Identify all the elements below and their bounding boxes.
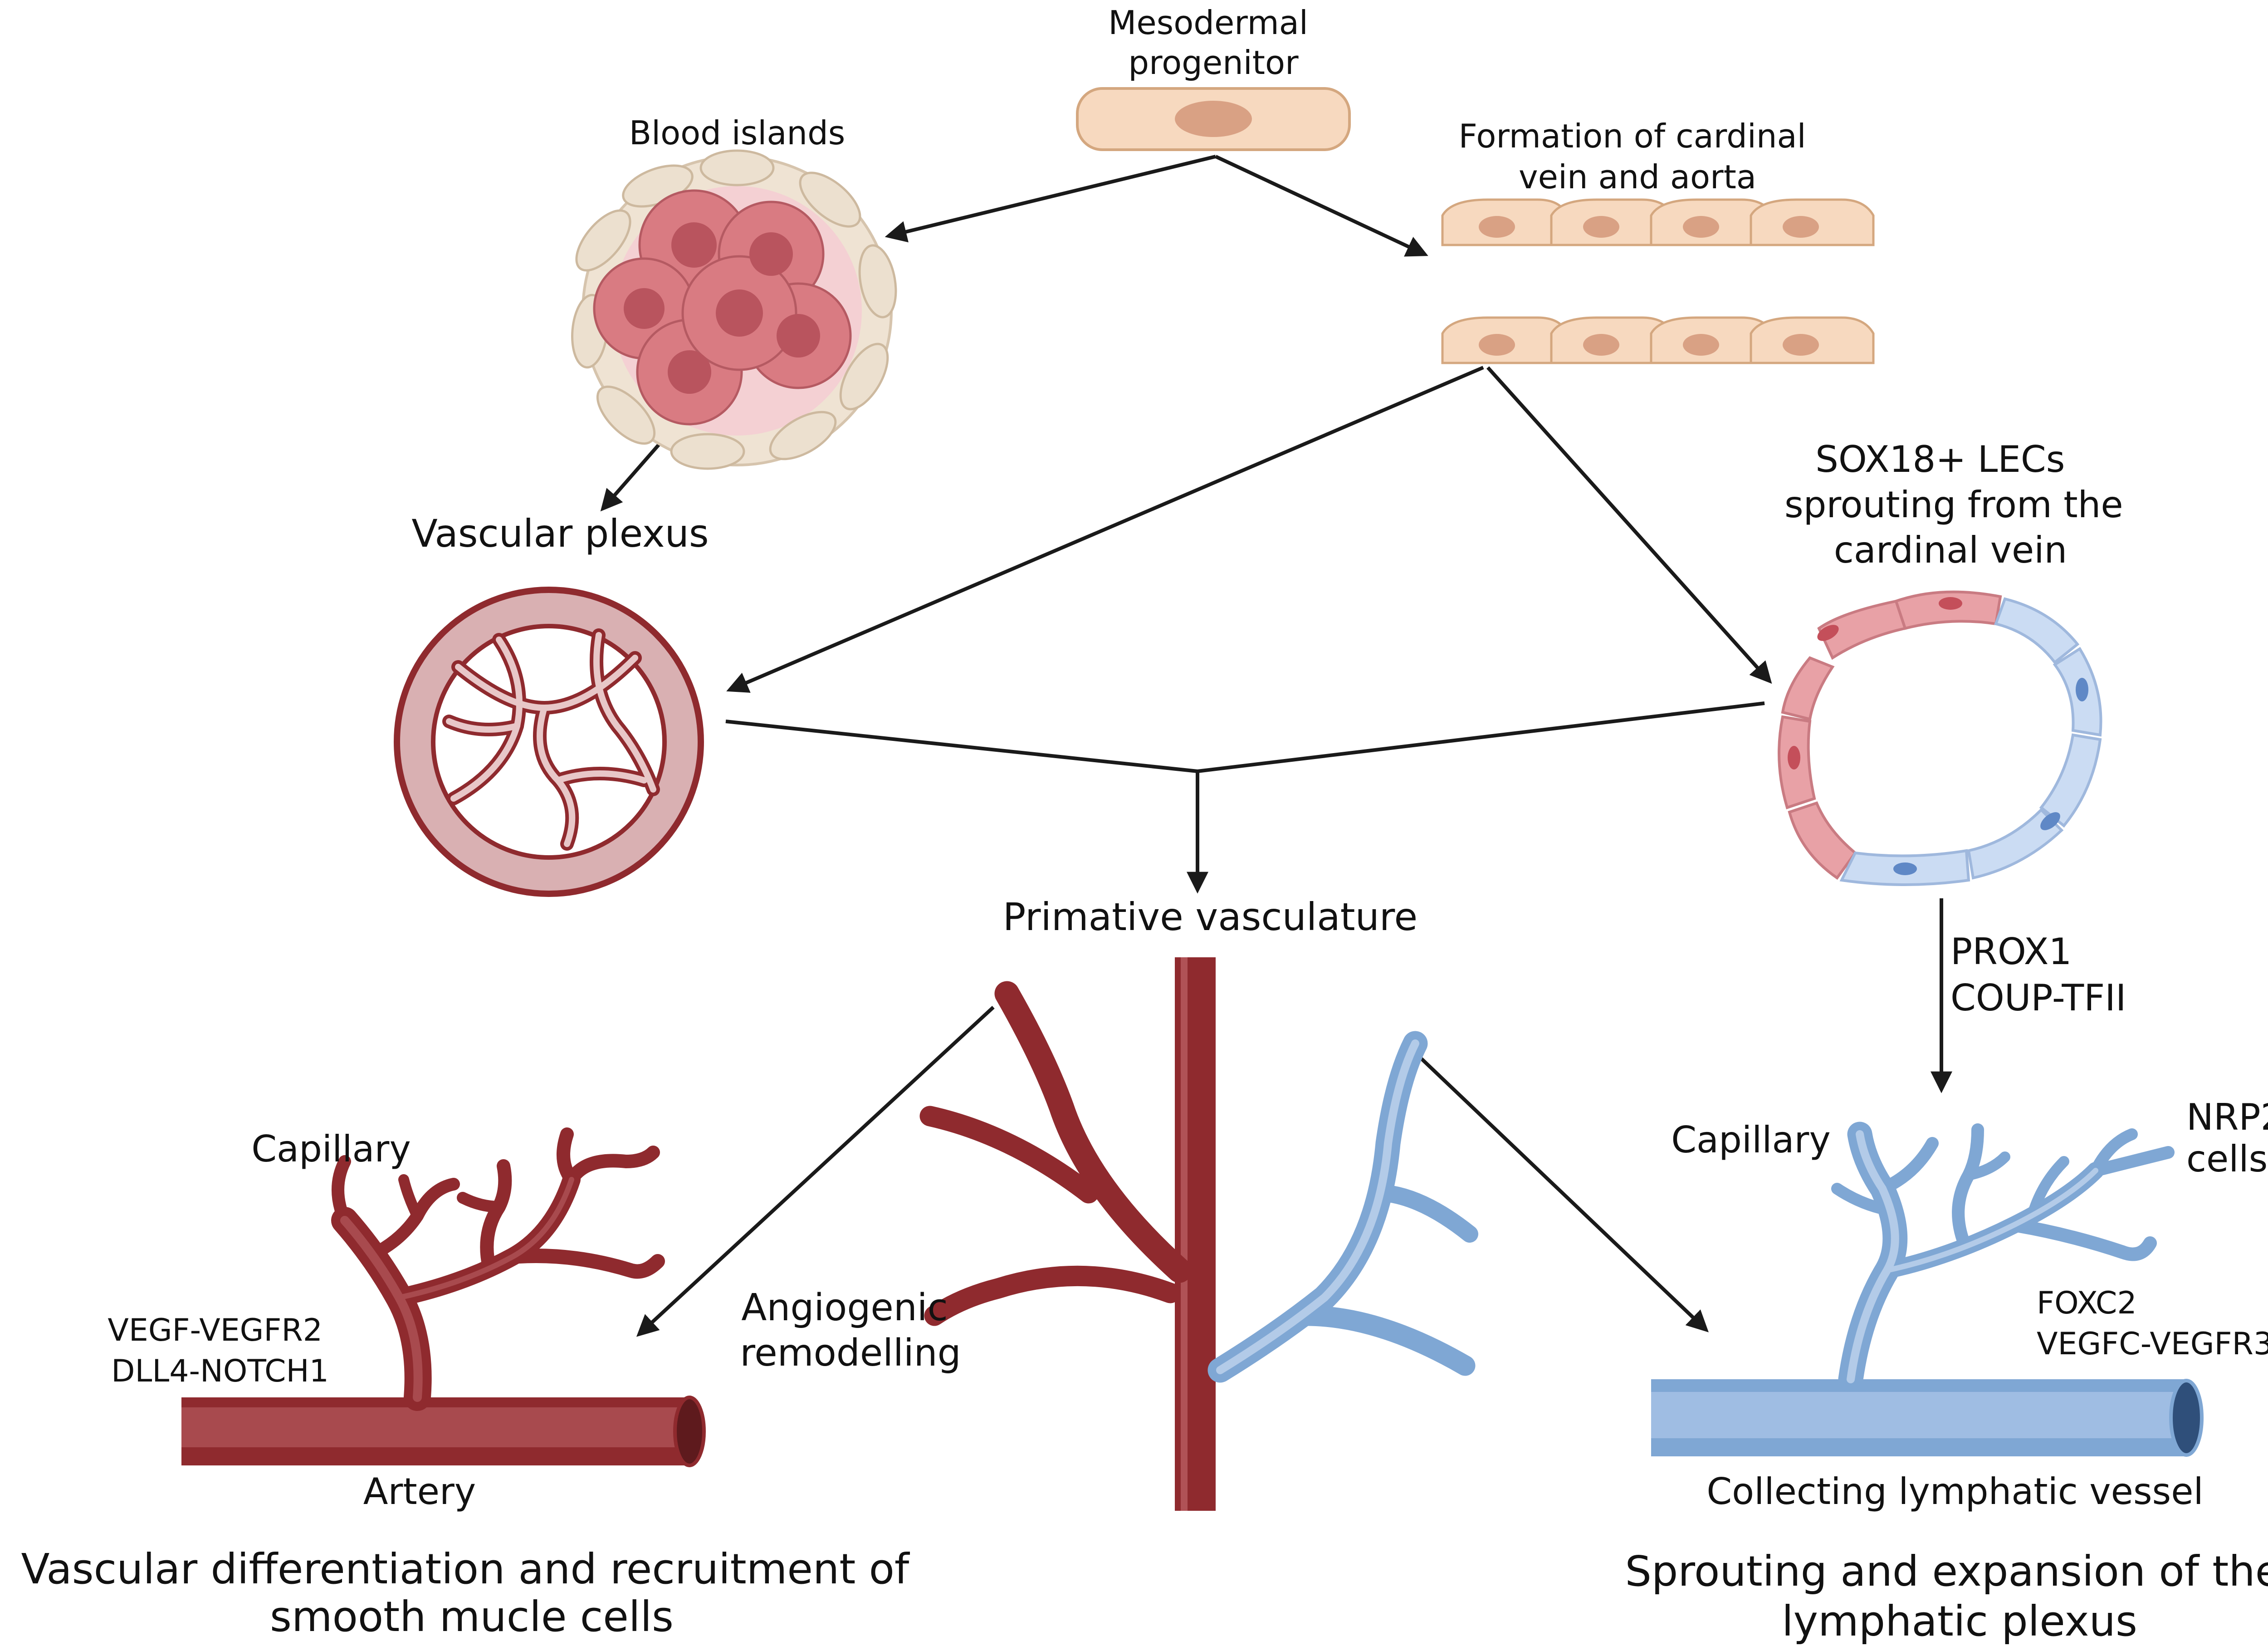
lec-ring [1778,590,2102,886]
label-vegf-dll4: VEGF-VEGFR2 DLL4-NOTCH1 [108,1313,332,1389]
arrow-blood-islands-to-plexus [600,434,669,512]
collecting-lymphatic-vessel [1651,1379,2204,1457]
label-capillary-left: Capillary [251,1128,411,1170]
label-collecting-lymphatic-vessel: Collecting lymphatic vessel [1706,1470,2203,1513]
line-lecs-to-merge [1197,701,1765,773]
artery-capillary-tree-inner [340,1177,574,1402]
arrow-cardinal-to-lecs [1486,366,1772,684]
arrow-progenitor-to-blood-islands [885,155,1216,243]
vascular-plexus-ring [394,587,704,897]
footer-left-caption: Vascular differentiation and recruitment… [21,1545,923,1641]
label-sox18-lecs: SOX18+ LECs sprouting from the cardinal … [1784,438,2135,571]
blood-cell-nuclei [624,222,820,394]
label-angiogenic-remodelling: Angiogenic remodelling [740,1286,961,1375]
lec-blue-cells [1839,597,2102,886]
plexus-vessels-inner [446,632,656,847]
cardinal-vein-cell-row-top [1441,198,1875,246]
primitive-vasculature-tree [919,957,1478,1511]
label-cardinal-vein-aorta: Formation of cardinal vein and aorta [1459,117,1817,196]
label-mesodermal-progenitor: Mesodermal progenitor [1108,4,1318,82]
cardinal-vein-cell-row-bottom [1441,316,1875,364]
primitive-artery [919,957,1216,1511]
blood-islands-cluster [571,149,897,470]
arrow-primitive-to-lymphatic [1418,1056,1709,1332]
arrow-cardinal-to-plexus [726,366,1484,693]
line-plexus-to-merge [725,720,1198,773]
label-artery: Artery [363,1470,476,1513]
label-capillary-right: Capillary [1671,1119,1831,1161]
arrow-progenitor-to-cardinal-vein [1215,155,1428,257]
label-nrp2-tip-cells: NRP2+ tip cells [2186,1096,2268,1180]
label-foxc2-vegfc: FOXC2 VEGFC-VEGFR3 [2037,1285,2268,1362]
mesodermal-progenitor-cell [1076,87,1351,151]
footer-right-caption: Sprouting and expansion of the lymphatic… [1625,1547,2268,1646]
label-vascular-plexus: Vascular plexus [411,511,709,556]
lec-nuclei [1788,597,2088,875]
connector-lines [600,155,1952,1337]
label-primitive-vasculature: Primative vasculature [1003,895,1418,939]
artery-vessel [181,1396,706,1467]
lymphatic-capillary-tree-inner [1847,1130,2098,1383]
label-blood-islands: Blood islands [629,114,846,152]
arrow-primitive-to-artery [636,1006,995,1337]
label-prox1-coup-tfii: PROX1 COUP-TFII [1950,931,2126,1019]
text-labels: Mesodermal progenitor Blood islands Form… [21,4,2268,1646]
primitive-lymphatic [1207,1031,1478,1383]
lec-red-cells [1778,590,2002,880]
